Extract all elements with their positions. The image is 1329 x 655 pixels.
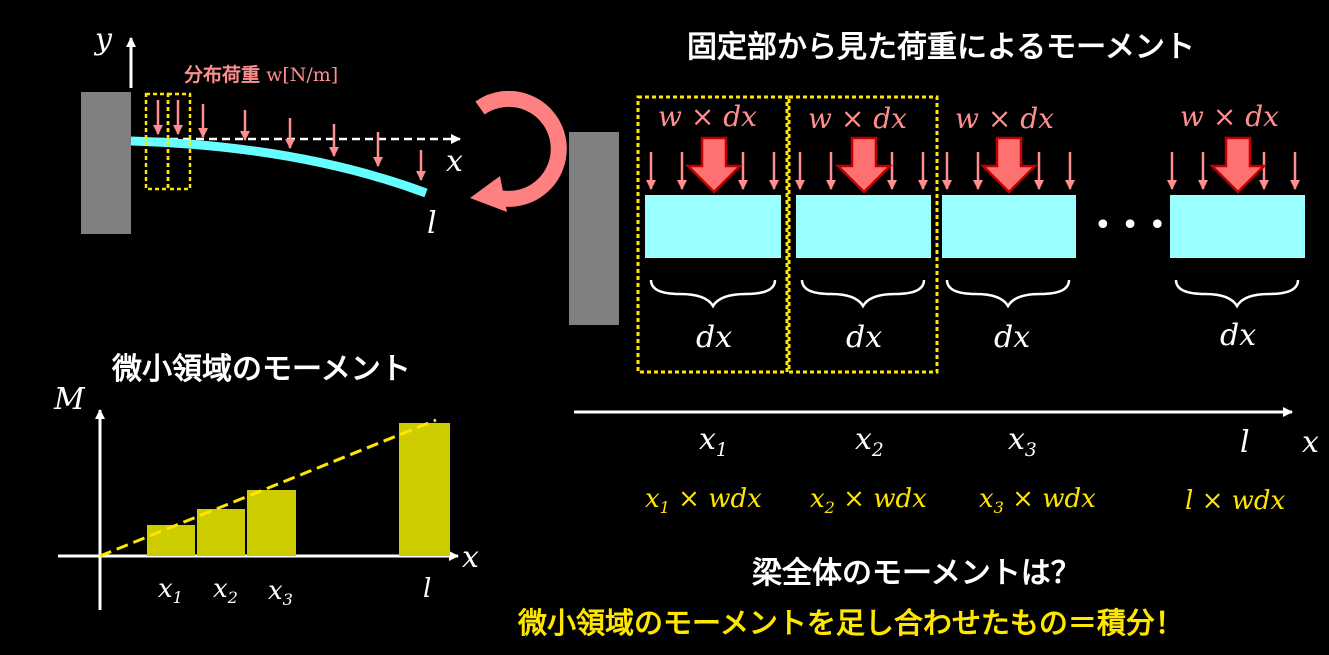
fixed-wall (81, 92, 131, 234)
segment-highlight-2 (787, 95, 939, 374)
moment-bars (147, 423, 450, 556)
position-label-2: x2 (855, 422, 884, 461)
fixed-wall-right (569, 132, 619, 325)
segment-highlight-1 (636, 95, 789, 374)
moment-term-3: x3 × wdx (979, 484, 1096, 518)
curved-arrow-clockwise-icon (470, 90, 567, 212)
bar-tick-x3: x3 (268, 576, 293, 610)
segment-load-label-1: w × dx (658, 100, 757, 133)
bar-tick-l: l (423, 574, 432, 604)
segment-width-label-4: dx (1220, 318, 1257, 353)
segment-diagram (569, 95, 1305, 417)
beam-length-label: l (427, 206, 437, 241)
moment-trend-line (99, 418, 437, 558)
distributed-load-label: 分布荷重 w[N/m] (184, 60, 338, 87)
position-label-l: l (1240, 425, 1250, 460)
moment-bar-chart (58, 409, 459, 610)
segment-load-label-2: w × dx (808, 102, 907, 135)
position-label-3: x3 (1008, 422, 1037, 461)
bar-tick-x1: x1 (158, 574, 183, 608)
cantilever-beam-diagram (81, 37, 567, 234)
answer-text: 微小領域のモーメントを足し合わせたもの＝積分！ (518, 606, 1184, 640)
moment-term-1: x1 × wdx (645, 484, 762, 518)
bar-chart-x-label: x (462, 540, 479, 575)
deflected-beam (130, 136, 428, 198)
segment-width-label-3: dx (994, 320, 1031, 355)
distributed-load-unit: w[N/m] (266, 64, 339, 86)
small-region-title: 微小領域のモーメント (112, 352, 411, 387)
position-axis-label: x (1302, 425, 1319, 460)
segment-beams (645, 195, 1305, 258)
element-highlight-2 (166, 92, 192, 191)
segment-load-label-4: w × dx (1180, 100, 1279, 133)
moment-axis-label: M (54, 382, 85, 417)
element-highlight-1 (144, 92, 170, 191)
segment-width-label-2: dx (846, 320, 883, 355)
segment-load-arrows (646, 152, 1300, 190)
distributed-load-arrows (153, 100, 426, 181)
x-axis-label: x (446, 144, 463, 179)
y-axis-label: y (95, 22, 112, 57)
segment-load-label-3: w × dx (955, 102, 1054, 135)
bar-tick-x2: x2 (213, 574, 238, 608)
fixed-moment-title: 固定部から見た荷重によるモーメント (687, 30, 1195, 65)
question-text: 梁全体のモーメントは？ (752, 556, 1081, 591)
position-label-1: x1 (699, 422, 728, 461)
segment-width-label-1: dx (696, 320, 733, 355)
distributed-load-label-jp: 分布荷重 (184, 64, 261, 86)
segment-ellipsis: • • • (1094, 208, 1167, 243)
moment-term-l: l × wdx (1185, 486, 1286, 516)
resultant-load-arrows (684, 136, 1268, 194)
moment-term-2: x2 × wdx (810, 484, 927, 518)
segment-braces (649, 279, 1300, 309)
